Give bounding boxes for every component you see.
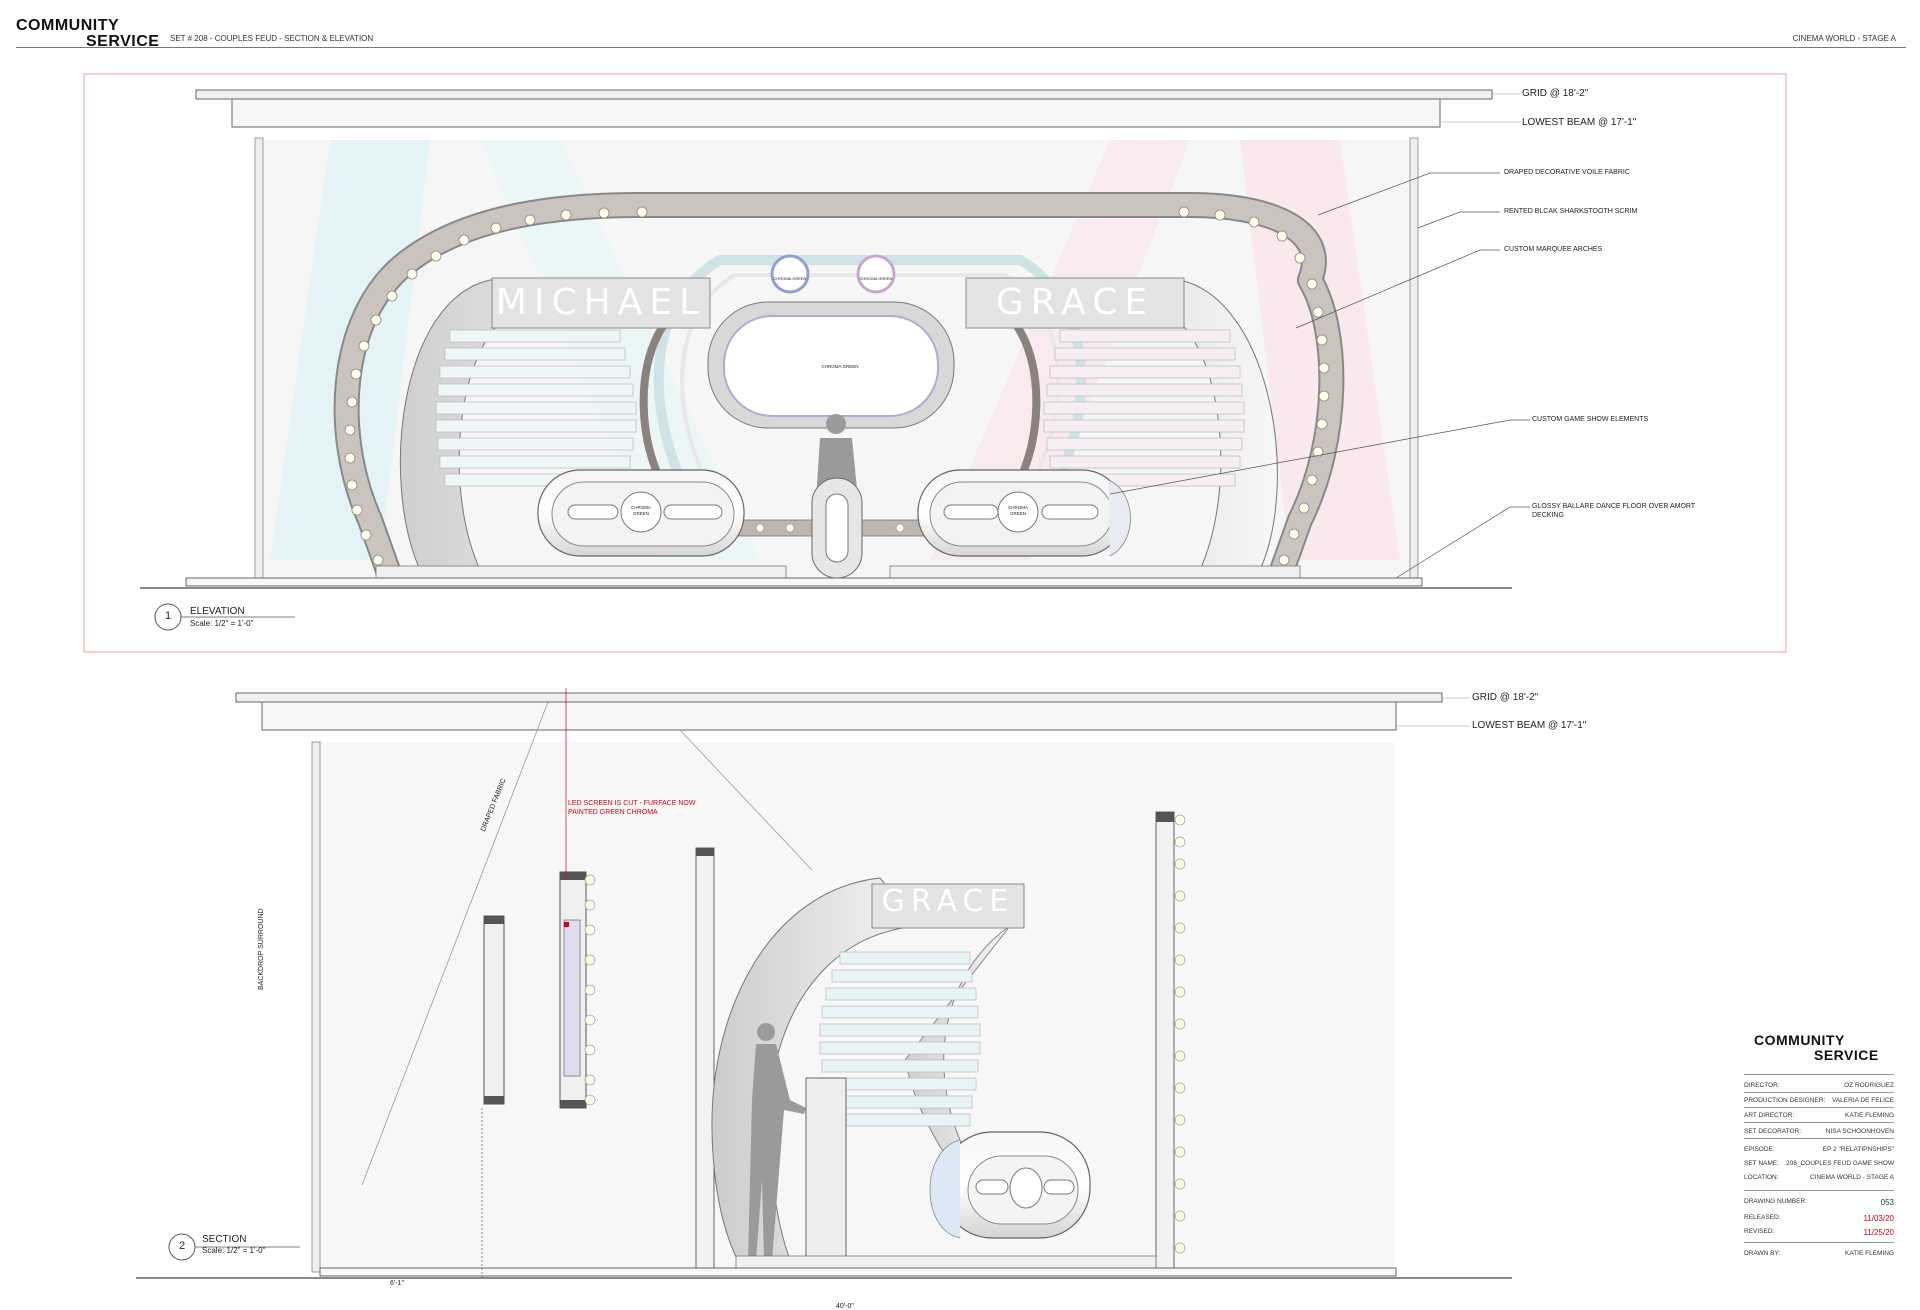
tb-row-revised: REVISED:11/25/20: [1744, 1228, 1894, 1237]
callout-dance-floor-line1: GLOSSY BALLARE DANCE FLOOR OVER AMORT: [1532, 503, 1696, 510]
led-note-line2: PAINTED GREEN CHROMA: [568, 809, 658, 816]
tb-row-set-name: SET NAME:208_COUPLES FEUD GAME SHOW: [1744, 1160, 1894, 1167]
elevation-leaders: [1109, 172, 1530, 579]
section-beam-label: LOWEST BEAM @ 17'-1": [1472, 720, 1587, 731]
tb-row-location: LOCATION:CINEMA WORLD - STAGE A: [1744, 1174, 1894, 1181]
name-right-text: GRACE: [995, 282, 1155, 323]
elevation-floor-deck: [375, 565, 787, 579]
header-logo-line2: SERVICE: [86, 33, 160, 50]
name-plate-left: [491, 277, 711, 329]
header-logo-line1: COMMUNITY: [16, 17, 120, 34]
section-dimensions: [481, 1108, 483, 1279]
backdrop-surround-label: BACKDROP SURROUND: [258, 908, 265, 990]
section-pillar-mid: [695, 847, 715, 1269]
chroma-circle-right: [856, 254, 896, 294]
section-grid-bar: [235, 692, 1443, 703]
header-logo: COMMUNITY SERVICE: [16, 18, 159, 50]
elevation-scale: Scale: 1/2" = 1'-0": [190, 619, 254, 628]
titleblock-logo-line2: SERVICE: [1814, 1047, 1879, 1063]
section-pillar-right: [1155, 811, 1175, 1271]
callout-dance-floor-line2: DECKING: [1532, 512, 1564, 519]
elevation-floor: [185, 577, 1423, 587]
section-title: SECTION: [202, 1234, 247, 1245]
name-left-text: MICHAEL: [495, 282, 707, 323]
elevation-frame: [83, 73, 1787, 653]
chroma-label-podium-left: CHROMA GREEN: [631, 505, 651, 516]
titleblock-logo-line1: COMMUNITY: [1754, 1032, 1845, 1048]
elevation-grid-bar: [195, 89, 1493, 100]
chroma-circle-left: [770, 254, 810, 294]
tb-row-production-designer: PRODUCTION DESIGNER:VALERIA DE FELICE: [1744, 1097, 1894, 1104]
callout-marquee: CUSTOM MARQUEE ARCHES: [1504, 246, 1603, 253]
header-set-title: SET # 208 - COUPLES FEUD - SECTION & ELE…: [170, 34, 374, 43]
chroma-label-circle-right: CHROMA GREEN: [859, 276, 893, 281]
section-drawing: [136, 688, 1512, 1279]
elevation-number: 1: [164, 610, 172, 622]
chroma-label-podium-right: CHROMA GREEN: [1008, 505, 1028, 516]
name-plate-right: [965, 277, 1185, 329]
stair-stripes-left: [435, 329, 637, 487]
marquee-bulbs: [344, 206, 1330, 566]
section-pillar-bulbs: [1174, 814, 1186, 1254]
section-floor: [319, 1267, 1397, 1277]
section-panel-small: [483, 915, 505, 1105]
tb-row-drawing-number: DRAWING NUMBER:053: [1744, 1198, 1894, 1207]
section-grid-label: GRID @ 18'-2": [1472, 692, 1539, 703]
tb-row-set-decorator: SET DECORATOR:NISA SCHOONHOVEN: [1744, 1128, 1894, 1135]
tb-row-drawn-by: DRAWN BY:KATIE FLEMING: [1744, 1250, 1894, 1257]
tb-row-art-director: ART DIRECTOR:KATIE FLEMING: [1744, 1112, 1894, 1119]
draped-fabric-line: [361, 701, 549, 1186]
section-beam: [261, 701, 1397, 731]
dim-total-label: 40'-0": [836, 1303, 854, 1310]
callout-scrim: RENTED BLCAK SHARKSTOOTH SCRIM: [1504, 208, 1638, 215]
elevation-grid-label: GRID @ 18'-2": [1522, 88, 1589, 99]
chroma-label-screen: CHROMA GREEN: [821, 364, 859, 369]
chroma-label-circle-left: CHROMA GREEN: [773, 276, 807, 281]
section-lectern: [805, 1077, 847, 1267]
section-deck: [735, 1255, 1157, 1269]
tb-row-episode: EPISODE:EP 2 "RELATIPNSHIPS": [1744, 1146, 1894, 1153]
section-number: 2: [178, 1240, 186, 1252]
header-location: CINEMA WORLD - STAGE A: [1792, 34, 1896, 43]
stair-stripes-right: [1043, 329, 1245, 487]
section-scale: Scale: 1/2" = 1'-0": [202, 1246, 266, 1255]
tb-row-released: RELEASED:11/03/20: [1744, 1214, 1894, 1223]
tb-row-director: DIRECTOR:OZ RODRIGUEZ: [1744, 1082, 1894, 1089]
header-rule: [16, 47, 1906, 48]
section-name-text: GRACE: [881, 884, 1015, 919]
section-person-silhouette: [748, 1023, 806, 1260]
section-name-plate: [871, 883, 1025, 929]
elevation-title: ELEVATION: [190, 606, 245, 617]
callout-game-show: CUSTOM GAME SHOW ELEMENTS: [1532, 416, 1649, 423]
section-stair-stripes: [819, 951, 981, 1127]
dim-small-label: 6'-1": [390, 1280, 404, 1287]
elevation-beam: [231, 98, 1441, 128]
elevation-beam-label: LOWEST BEAM @ 17'-1": [1522, 117, 1637, 128]
led-note-line1: LED SCREEN IS CUT - FURFACE NOW: [568, 800, 696, 807]
titleblock-logo: COMMUNITY SERVICE: [1754, 1033, 1879, 1063]
callout-voile: DRAPED DECORATIVE VOILE FABRIC: [1504, 169, 1630, 176]
elevation-drawing: [83, 73, 1787, 653]
